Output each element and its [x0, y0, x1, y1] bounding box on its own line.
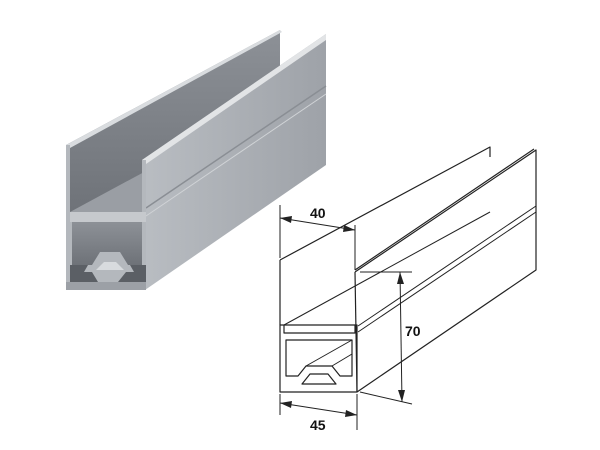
dim-top-line	[279, 217, 356, 231]
drawing-front-wall-top-inner	[354, 148, 535, 271]
dim-top-label: 40	[310, 205, 326, 221]
dim-bottom-line	[279, 402, 358, 416]
profile-end-hollow	[72, 222, 142, 265]
drawing-front-wall-top	[354, 149, 537, 393]
dim-top-arrow-right	[343, 225, 355, 232]
profile-line-drawing: 40 70 45	[279, 146, 537, 433]
profile-back-wall-top-edge	[66, 30, 282, 148]
drawing-groove-1	[357, 205, 537, 327]
drawing-back-wall	[279, 146, 491, 261]
profile-front-wall-lip	[142, 34, 326, 164]
dim-height-arrow-bottom	[398, 390, 405, 402]
drawing-inner-rail-1	[305, 339, 353, 367]
profile-front-wall	[142, 34, 326, 290]
dim-height-line	[399, 271, 403, 403]
dimension-width-bottom: 45	[279, 394, 358, 433]
profile-end-foot-left	[70, 265, 98, 282]
profile-3d-render	[66, 30, 327, 290]
drawing-end-section	[279, 324, 358, 393]
dim-bottom-arrow-right	[345, 410, 357, 417]
dim-bottom-arrow-left	[280, 401, 292, 408]
dim-height-arrow-top	[397, 272, 404, 284]
profile-end-slot	[96, 262, 124, 270]
dim-height-extension-bottom	[359, 391, 413, 405]
profile-end-shelf	[70, 212, 146, 222]
profile-end-base	[66, 282, 146, 290]
dim-bottom-label: 45	[310, 417, 326, 433]
drawing-channel-floor-back	[283, 211, 491, 326]
dim-height-label: 70	[405, 323, 421, 339]
dim-top-arrow-left	[280, 216, 292, 223]
drawing-groove-2	[357, 211, 537, 333]
profile-groove-line-2	[145, 93, 327, 217]
profile-end-foot-right	[118, 265, 146, 282]
dimension-width-top: 40	[279, 205, 356, 270]
profile-back-wall	[66, 30, 280, 215]
drawing-end-slot	[301, 373, 337, 385]
drawing-inner-rail-2	[331, 353, 353, 367]
dimension-height: 70	[359, 271, 421, 405]
profile-groove-line-1	[145, 85, 327, 209]
